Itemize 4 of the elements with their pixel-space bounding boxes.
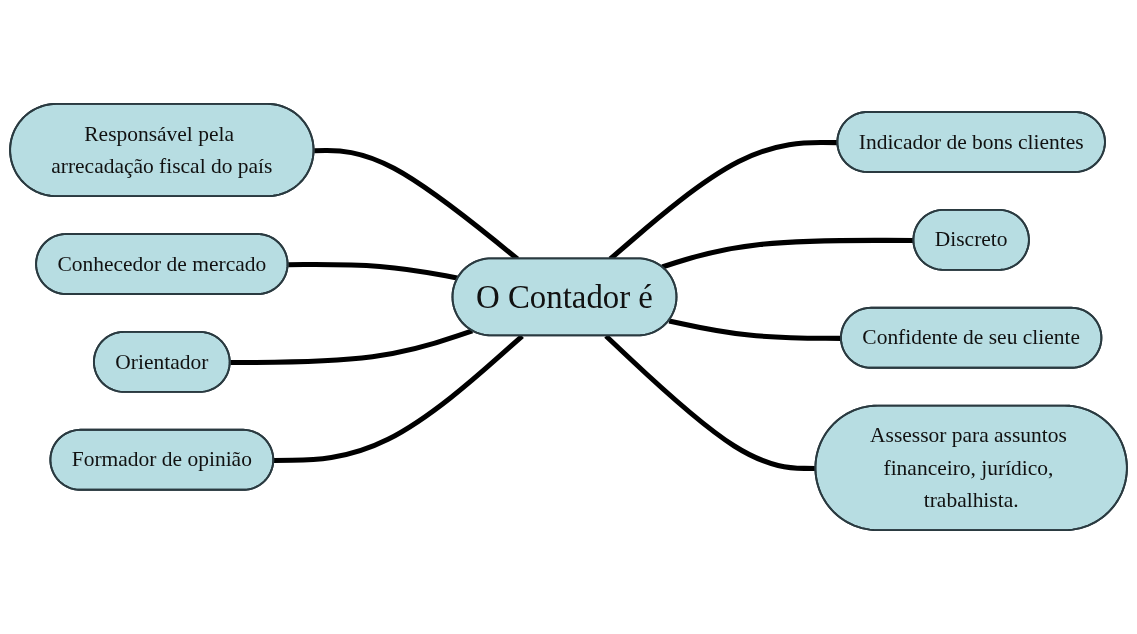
connector: [273, 334, 524, 463]
connector: [288, 261, 459, 281]
connector: [668, 318, 842, 341]
connector: [230, 328, 474, 366]
